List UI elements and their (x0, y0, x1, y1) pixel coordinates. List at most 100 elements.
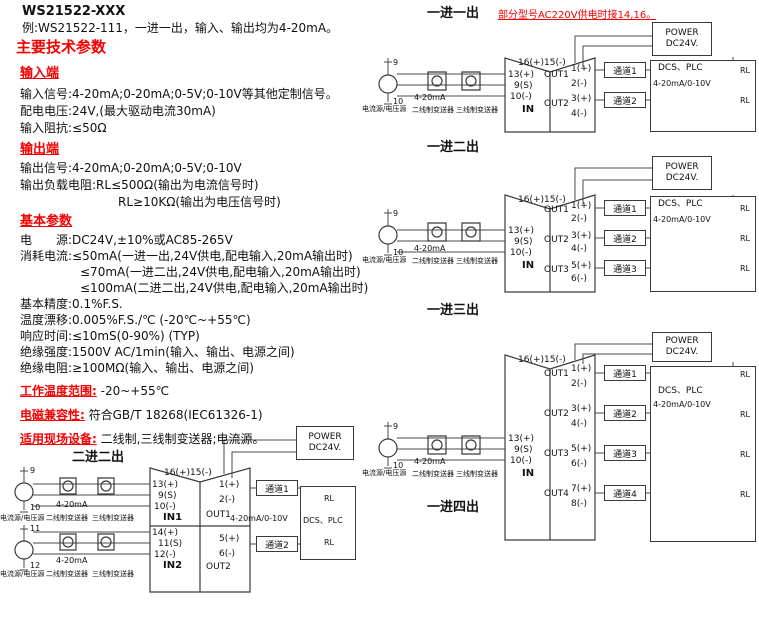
channel-label: 通道1 (613, 204, 637, 215)
output-terminal: 2(-) (571, 379, 587, 389)
dcs-signal-label: 4-20mA/0-10V (230, 514, 288, 523)
source-terminal: 10 (393, 97, 404, 106)
output-terminal: 6(-) (219, 549, 235, 559)
source-terminal: 9 (393, 422, 399, 431)
spec-line: 输出负载电阻:RL≤500Ω(输出为电流信号时) (20, 178, 259, 192)
out-port-label: OUT1 (544, 70, 569, 80)
power-box: POWER DC24V. (652, 22, 712, 56)
power-terminals-label: 16(+)15(-) (164, 468, 212, 478)
source-symbol-icon (14, 540, 34, 560)
load-resistor-label: RL (324, 538, 335, 547)
transmitter-icon (427, 71, 481, 91)
transmitter-dial-icon (465, 75, 477, 87)
transmitter-icon (427, 435, 481, 455)
channel-box: 通道3 (604, 445, 646, 461)
spec-line: ≤70mA(一进二出,24V供电,配电输入,20mA输出时) (80, 265, 361, 279)
diagram-title-1in1out: 一进一出 (427, 6, 480, 21)
out-port-label: OUT2 (544, 409, 569, 419)
load-resistor-label: RL (740, 204, 751, 213)
output-terminal: 4(-) (571, 109, 587, 119)
out-port-label: OUT2 (544, 99, 569, 109)
input-terminal: 10(-) (510, 456, 532, 466)
source-symbol-icon (378, 438, 398, 458)
out-port-label: OUT1 (544, 369, 569, 379)
basic-spec-lines: 电 源:DC24V,±10%或AC85-265V 消耗电流:≤50mA(一进一出… (20, 232, 368, 376)
channel-label: 通道2 (613, 234, 637, 245)
channel-box: 通道2 (604, 230, 646, 246)
input-terminal: 10(-) (154, 502, 176, 512)
channel-box: 通道1 (604, 62, 646, 78)
input-terminal: 11(S) (158, 539, 183, 549)
output-terminal: 7(+) (571, 484, 592, 494)
dcs-label: DCS、PLC (303, 516, 343, 525)
channel-label: 通道1 (613, 369, 637, 380)
three-wire-transmitter-label: 三线制变送器 (456, 257, 498, 265)
diagram-title-1in3out: 一进三出 (427, 303, 480, 318)
power-box: POWER DC24V. (652, 156, 712, 190)
power-voltage: DC24V. (665, 347, 699, 357)
load-resistor-label: RL (740, 450, 751, 459)
dcs-signal-label: 4-20mA/0-10V (653, 79, 711, 88)
spec-line: 配电电压:24V,(最大驱动电流30mA) (20, 104, 216, 118)
transmitter-dial-icon (62, 536, 74, 548)
in-port-label: IN (522, 468, 535, 479)
power-label: POWER (665, 27, 699, 38)
output-terminal: 1(+) (219, 480, 240, 490)
channel-label: 通道2 (613, 96, 637, 107)
output-terminal: 2(-) (571, 79, 587, 89)
spec-line: 绝缘电阻:≥100MΩ(输入、输出、电源之间) (20, 361, 254, 375)
two-wire-transmitter-label: 二线制变送器 (46, 514, 88, 522)
input-terminal: 10(-) (510, 248, 532, 258)
transmitter-icon (427, 222, 481, 242)
output-terminal: 5(+) (571, 444, 592, 454)
diagram-title-2in2out: 二进二出 (72, 450, 125, 465)
spec-line: 电 源:DC24V,±10%或AC85-265V (20, 233, 233, 247)
source-symbol-icon (378, 225, 398, 245)
transmitter-dial-icon (431, 226, 443, 238)
output-terminal: 3(+) (571, 231, 592, 241)
output-terminal: 8(-) (571, 499, 587, 509)
power-box: POWER DC24V. (652, 332, 712, 362)
emc-label: 电磁兼容性: (20, 408, 85, 422)
transmitter-dial-icon (100, 480, 112, 492)
channel-box: 通道1 (256, 480, 298, 496)
field-devices-row: 适用现场设备: 二线制,三线制变送器;电流源。 (20, 432, 265, 446)
dcs-label: DCS、PLC (658, 199, 703, 209)
transmitter-dial-icon (431, 439, 443, 451)
two-wire-transmitter-label: 二线制变送器 (412, 106, 454, 114)
channel-label: 通道4 (613, 489, 637, 500)
output-section-title: 输出端 (20, 142, 60, 157)
out-port-label: OUT1 (206, 510, 231, 520)
power-label: POWER (665, 335, 699, 346)
output-terminal: 1(+) (571, 201, 592, 211)
power-terminals-label: 16(+)15(-) (518, 355, 566, 365)
channel-box: 通道1 (604, 200, 646, 216)
in-port-label: IN (522, 104, 535, 115)
isolator-module-outline (504, 194, 596, 293)
channel-box: 通道2 (604, 92, 646, 108)
three-wire-transmitter-label: 三线制变送器 (456, 106, 498, 114)
spec-line: ≤100mA(二进二出,24V供电,配电输入,20mA输出时) (80, 281, 369, 295)
field-devices-label: 适用现场设备: (20, 432, 97, 446)
input-terminal: 9(S) (158, 491, 177, 501)
output-terminal: 1(+) (571, 64, 592, 74)
out-port-label: OUT2 (544, 235, 569, 245)
input-terminal: 12(-) (154, 550, 176, 560)
load-resistor-label: RL (324, 494, 335, 503)
three-wire-transmitter-label: 三线制变送器 (92, 570, 134, 578)
source-terminal: 9 (393, 209, 399, 218)
input-terminal: 9(S) (514, 237, 533, 247)
isolator-module-outline (504, 354, 596, 541)
dcs-signal-label: 4-20mA/0-10V (653, 215, 711, 224)
source-terminal: 10 (393, 248, 404, 257)
output-spec-lines: 输出信号:4-20mA;0-20mA;0-5V;0-10V 输出负载电阻:RL≤… (20, 160, 281, 211)
spec-line: 输入信号:4-20mA;0-20mA;0-5V;0-10V等其他定制信号。 (20, 87, 338, 101)
emc-value: 符合GB/T 18268(IEC61326-1) (84, 408, 263, 422)
basic-section-title: 基本参数 (20, 214, 73, 229)
output-terminal: 4(-) (571, 244, 587, 254)
output-terminal: 4(-) (571, 419, 587, 429)
channel-box: 通道3 (604, 260, 646, 276)
transmitter-dial-icon (100, 536, 112, 548)
input-section-title: 输入端 (20, 66, 60, 81)
dcs-box (300, 486, 356, 560)
